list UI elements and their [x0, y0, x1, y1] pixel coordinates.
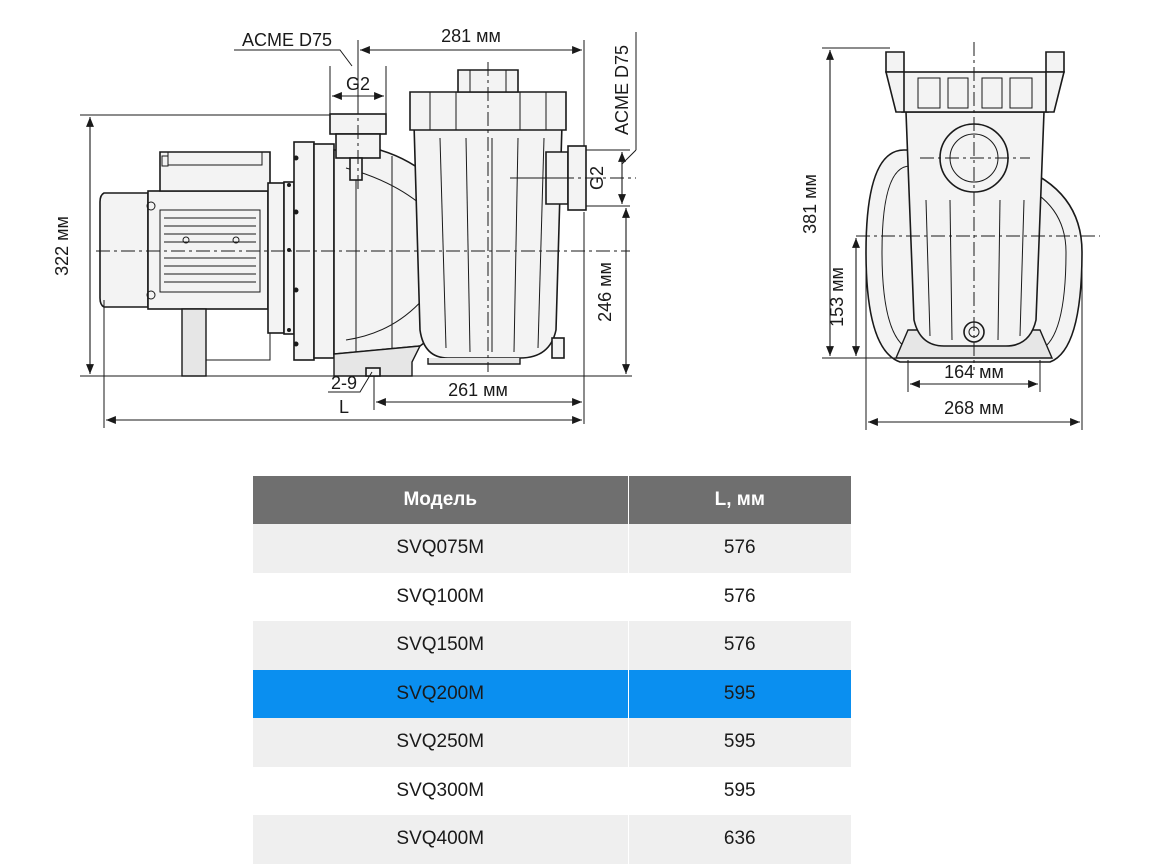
cell-length: 576: [627, 621, 851, 670]
motor-body: [147, 190, 269, 310]
table-row: SVQ250M 595: [253, 718, 851, 767]
inlet-thread-label: ACME D75: [242, 30, 332, 50]
cell-model: SVQ200M: [253, 669, 628, 718]
cell-model: SVQ250M: [253, 718, 628, 767]
table-row: SVQ100M 576: [253, 572, 851, 621]
dim-total-height-front: 381 мм: [800, 174, 820, 234]
dim-total-height-side: 322 мм: [52, 216, 72, 276]
terminal-box: [159, 151, 271, 192]
outlet-thread-label: ACME D75: [612, 45, 632, 135]
table-header-row: Модель L, мм: [253, 476, 851, 524]
pump-dimension-drawing: 322 мм 281 мм ACME D75 G2 ACME D75 G2 24…: [52, 26, 1100, 430]
cell-length: 595: [627, 718, 851, 767]
table-row: SVQ200M 595: [253, 669, 851, 718]
table-row: SVQ300M 595: [253, 766, 851, 815]
outlet-pipe-label: G2: [587, 166, 607, 190]
strainer-front: [905, 111, 1045, 347]
dim-total-width: 268 мм: [944, 398, 1004, 418]
dim-total-length: L: [339, 397, 349, 417]
cell-model: SVQ400M: [253, 815, 628, 864]
cell-model: SVQ100M: [253, 572, 628, 621]
cell-length: 595: [627, 766, 851, 815]
cell-length: 576: [627, 572, 851, 621]
dim-base-length: 261 мм: [448, 380, 508, 400]
table-row: SVQ075M 576: [253, 524, 851, 573]
model-length-table: Модель L, мм SVQ075M 576 SVQ100M 576 SVQ…: [253, 476, 851, 864]
cell-model: SVQ075M: [253, 524, 628, 573]
cell-model: SVQ150M: [253, 621, 628, 670]
dim-feet-spacing: 164 мм: [944, 362, 1004, 382]
dim-axis-height: 153 мм: [827, 267, 847, 327]
cell-model: SVQ300M: [253, 766, 628, 815]
pump-front-view: 381 мм 153 мм 164 мм 268 мм: [800, 42, 1100, 430]
table-row: SVQ150M 576: [253, 621, 851, 670]
cell-length: 636: [627, 815, 851, 864]
dim-outlet-height: 246 мм: [595, 262, 615, 322]
column-header-length: L, мм: [627, 476, 851, 524]
cell-length: 595: [627, 669, 851, 718]
table-row: SVQ400M 636: [253, 815, 851, 864]
drain-label: 2-9: [331, 373, 357, 393]
motor-end-cap: [99, 192, 149, 308]
pump-side-view: 322 мм 281 мм ACME D75 G2 ACME D75 G2 24…: [52, 26, 637, 428]
motor-foot: [181, 308, 207, 377]
dim-pump-head-length: 281 мм: [441, 26, 501, 46]
cell-length: 576: [627, 524, 851, 573]
column-header-model: Модель: [253, 476, 628, 524]
inlet-pipe-label: G2: [346, 74, 370, 94]
